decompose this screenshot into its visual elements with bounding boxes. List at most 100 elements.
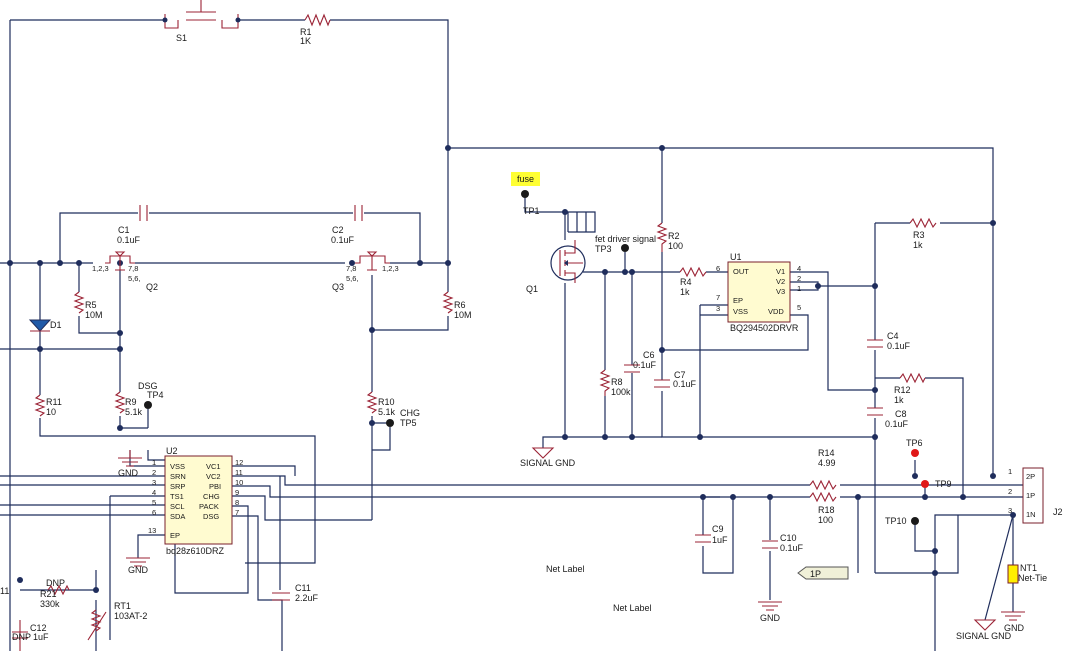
capacitor-c7: C7 0.1uF (654, 370, 697, 389)
r21-value: 330k (40, 599, 60, 609)
j2-ref: J2 (1053, 507, 1063, 517)
c12-ref: C12 (30, 623, 47, 633)
q2-ref: Q2 (146, 282, 158, 292)
r2-ref: R2 (668, 231, 680, 241)
capacitor-c1: C1 0.1uF (117, 205, 148, 245)
u1-pin-3-num: 3 (716, 304, 720, 313)
c9-ref: C9 (712, 524, 724, 534)
net-tie-nt1: NT1 Net-Tie (1007, 563, 1047, 584)
u2-pin-10-num: 10 (235, 478, 243, 487)
u2-pin-1-num: 1 (152, 458, 156, 467)
tp5-ref: TP5 (400, 418, 417, 428)
tp4-ref: TP4 (147, 390, 164, 400)
gnd-label-3: GND (760, 613, 781, 623)
u2-pin-13-num: 13 (148, 526, 156, 535)
net-label-1: Net Label (546, 564, 585, 574)
resistor-r6: R6 10M (442, 291, 472, 320)
u1-ref: U1 (730, 252, 742, 262)
u2-pin-2-num: 2 (152, 468, 156, 477)
resistor-r14: R14 4.99 (809, 448, 837, 491)
tp6-ref: TP6 (906, 438, 923, 448)
q2-pins-right2: 5,6, (128, 274, 141, 283)
q3-pins-right: 1,2,3 (382, 264, 399, 273)
u1-pin-1-num: 1 (797, 284, 801, 293)
u1-pin-2-num: 2 (797, 274, 801, 283)
switch-s1: S1 (162, 0, 241, 43)
net-label-2: Net Label (613, 603, 652, 613)
capacitor-c2: C2 0.1uF (331, 205, 363, 245)
c2-value: 0.1uF (331, 235, 355, 245)
u2-pin-scl: SCL (170, 502, 185, 511)
tp3-net: fet driver signal (595, 234, 656, 244)
gnd-symbol-3: GND (758, 601, 782, 623)
c1-value: 0.1uF (117, 235, 141, 245)
r14-ref: R14 (818, 448, 835, 458)
u2-pin-ts1: TS1 (170, 492, 184, 501)
tp1-ref: TP1 (523, 206, 540, 216)
u1-pin-out: OUT (733, 267, 749, 276)
connector-j2: J2 1 2 3 2P 1P 1N (1008, 467, 1063, 524)
test-point-tp3: fet driver signal TP3 (595, 234, 656, 254)
ic-u1: U1 BQ294502DRVR 6 OUT 7 EP 3 VSS V1 V2 V… (716, 252, 801, 333)
r5-ref: R5 (85, 300, 97, 310)
gnd-label-1: GND (118, 468, 139, 478)
r8-ref: R8 (611, 377, 623, 387)
tp9-ref: TP9 (935, 479, 952, 489)
resistor-r1: R1 1K (300, 13, 331, 46)
capacitor-c11: C11 2.2uF (272, 583, 319, 603)
r21-ref: R21 (40, 589, 57, 599)
diode-d1: D1 (28, 319, 62, 332)
signal-gnd-2: SIGNAL GND (956, 619, 1012, 641)
wires (0, 19, 1023, 651)
test-point-tp9: TP9 (921, 479, 952, 489)
u2-pin-9-num: 9 (235, 488, 239, 497)
u2-pin-pack: PACK (199, 502, 219, 511)
r3-ref: R3 (913, 230, 925, 240)
u2-pin-srp: SRP (170, 482, 185, 491)
r10-ref: R10 (378, 397, 395, 407)
gnd-symbol-1: GND (118, 450, 142, 478)
u1-pin-6-num: 6 (716, 264, 720, 273)
c9-value: 1uF (712, 535, 728, 545)
c4-value: 0.1uF (887, 341, 911, 351)
d1-ref: D1 (50, 320, 62, 330)
tp4-net: DSG (138, 381, 158, 391)
u2-pin-7-num: 7 (235, 508, 239, 517)
rt1-value: 103AT-2 (114, 611, 147, 621)
q3-pins-left: 7,8 (346, 264, 356, 273)
u1-pin-v2: V2 (776, 277, 785, 286)
j2-pin-2p: 2P (1026, 472, 1035, 481)
r10-value: 5.1k (378, 407, 396, 417)
edge-label: 11 (0, 586, 9, 596)
nt1-value: Net-Tie (1018, 573, 1047, 583)
j2-pin-2-num: 2 (1008, 487, 1012, 496)
c12-value: 1uF (33, 632, 49, 642)
r11-value: 10 (46, 407, 56, 417)
r12-ref: R12 (894, 385, 911, 395)
resistor-r2: R2 100 (656, 222, 683, 252)
q3-ref: Q3 (332, 282, 344, 292)
u1-pin-v3: V3 (776, 287, 785, 296)
capacitor-c8: C8 0.1uF (867, 407, 909, 429)
test-point-tp4: DSG TP4 (138, 381, 164, 428)
resistor-r18: R18 100 (809, 491, 837, 525)
r18-value: 100 (818, 515, 833, 525)
u1-pin-ep: EP (733, 296, 743, 305)
gnd-label-2: GND (128, 565, 149, 575)
c4-ref: C4 (887, 331, 899, 341)
capacitor-c9: C9 1uF (695, 524, 728, 545)
gnd-symbol-4: GND (1001, 611, 1025, 633)
capacitor-c4: C4 0.1uF (867, 331, 911, 351)
u2-pin-vc1: VC1 (206, 462, 221, 471)
port-1p-label: 1P (810, 569, 821, 579)
fuse-label: fuse (517, 174, 534, 184)
r4-ref: R4 (680, 277, 692, 287)
r12-value: 1k (894, 395, 904, 405)
u2-pin-srn: SRN (170, 472, 186, 481)
mosfet-q3: 7,8 5,6, 1,2,3 Q3 (332, 251, 399, 292)
c2-ref: C2 (332, 225, 344, 235)
signal-gnd-label-2: SIGNAL GND (956, 631, 1012, 641)
u2-pin-11-num: 11 (235, 468, 243, 477)
r5-value: 10M (85, 310, 103, 320)
